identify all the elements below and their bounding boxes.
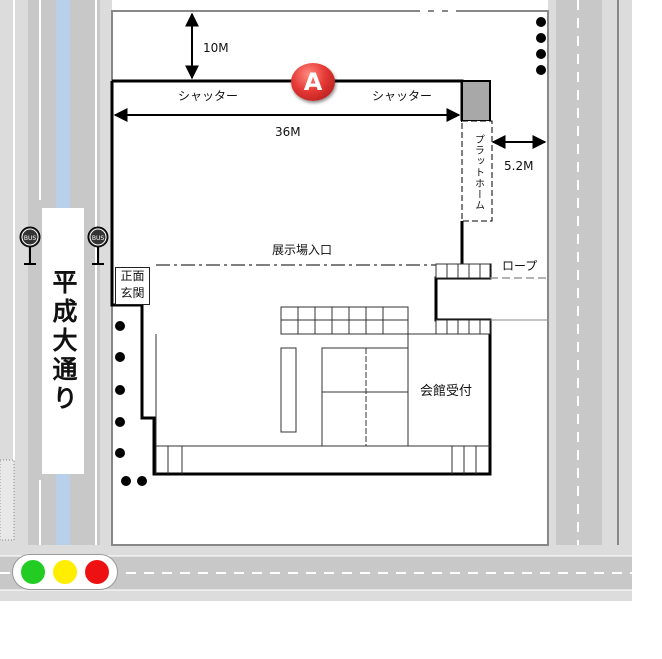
location-marker-a[interactable]: A — [291, 63, 335, 101]
center-room — [321, 347, 409, 447]
exhibition-entrance-label: 展示場入口 — [272, 243, 332, 257]
setback-label: 10M — [203, 41, 229, 55]
stairs-upper — [435, 263, 491, 335]
traffic-light-red — [85, 560, 109, 584]
pillar-block — [280, 347, 297, 433]
shutter-left-label: シャッター — [178, 89, 238, 103]
shutter-right-label: シャッター — [372, 89, 432, 103]
bus-stop-right-text: BUS — [92, 235, 105, 242]
bus-stop-left: BUS — [19, 226, 41, 265]
traffic-light — [12, 554, 118, 590]
rope-label: ロープ — [502, 259, 537, 273]
main-entrance-label: 正面玄関 — [115, 267, 150, 305]
side-gap-label: 5.2M — [504, 159, 533, 173]
bus-stop-left-text: BUS — [24, 235, 37, 242]
traffic-light-green — [21, 560, 45, 584]
platform — [461, 120, 493, 222]
platform-box — [461, 80, 491, 122]
width-label: 36M — [275, 125, 301, 139]
platform-label: プラットホーム — [472, 133, 484, 211]
bus-stop-right: BUS — [87, 226, 109, 265]
interior — [155, 333, 490, 474]
street-name-label: 平成大通り — [42, 208, 84, 474]
stairs-bottom — [167, 446, 477, 474]
reception-label: 会館受付 — [420, 384, 472, 399]
stairs-center — [280, 306, 409, 335]
traffic-light-yellow — [53, 560, 77, 584]
left-sidewalk-dots — [0, 459, 15, 541]
bollards — [115, 17, 546, 486]
